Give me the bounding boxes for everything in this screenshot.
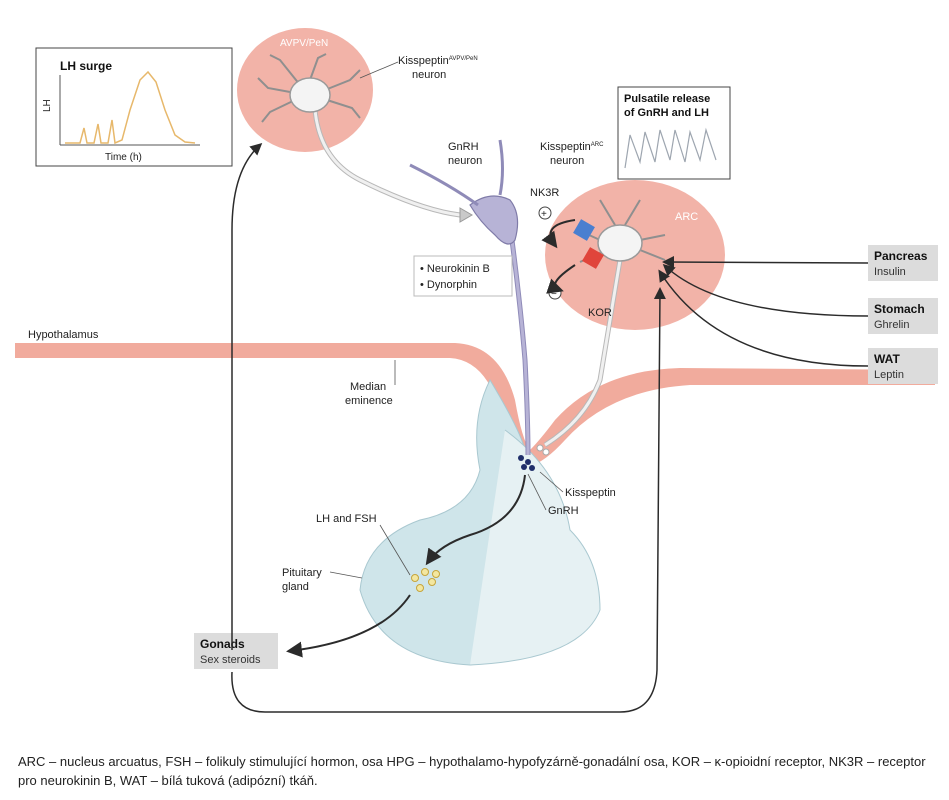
figure-caption: ARC – nucleus arcuatus, FSH – folikuly s… <box>18 754 926 788</box>
lh-surge-curve <box>65 70 196 145</box>
pituitary-label-2: gland <box>282 581 309 593</box>
arc-label: ARC <box>675 211 698 223</box>
arrow-pituitary-to-gonads <box>286 594 411 658</box>
pulsatile-curve <box>624 127 717 169</box>
plus-sign <box>538 206 552 220</box>
median-eminence-label-2: eminence <box>345 395 393 407</box>
gnrh-neuron <box>409 139 531 456</box>
kiss-avpv-label-2: neuron <box>412 69 446 81</box>
kiss-arc-label-2: neuron <box>550 155 584 167</box>
pulsatile-box: Pulsatile release of GnRH and LH <box>617 86 731 180</box>
nk3r-label: NK3R <box>530 187 559 199</box>
ghrelin-label: Ghrelin <box>874 319 909 331</box>
pituitary-gland <box>359 378 601 666</box>
median-eminence-terminals <box>518 444 550 471</box>
hpg-axis-diagram: AVPV/PeN ARC LH surge LH Time (h) Kisspe… <box>15 28 938 713</box>
arrow-gnrh-to-pituitary <box>425 474 526 566</box>
nkb-label: • Neurokinin B <box>420 263 490 275</box>
avpv-label: AVPV/PeN <box>280 38 328 49</box>
svg-text:−: − <box>551 289 557 300</box>
lh-surge-box: LH surge LH Time (h) <box>35 47 233 167</box>
kor-label: KOR <box>588 307 612 319</box>
stomach-box: Stomach Ghrelin <box>868 298 938 334</box>
gonads-box: Gonads Sex steroids <box>194 633 278 669</box>
kiss-avpv-label-1: KisspeptinAVPV/PeN <box>398 55 478 67</box>
kisspeptin-arc-neuron <box>543 199 666 448</box>
lh-axis-y-label: LH <box>42 99 53 112</box>
arrow-feedback-avpv <box>231 143 263 650</box>
pulsatile-title-1: Pulsatile release <box>624 93 710 105</box>
stomach-label: Stomach <box>874 302 925 316</box>
arrow-leptin <box>658 269 869 367</box>
pituitary-label-1: Pituitary <box>282 567 322 579</box>
svg-text:+: + <box>541 209 547 220</box>
hypothalamus-band <box>15 343 935 466</box>
gnrh-neuron-label-1: GnRH <box>448 141 479 153</box>
kiss-arc-label-1: KisspeptinARC <box>540 141 604 153</box>
arrow-ghrelin <box>662 263 869 317</box>
wat-label: WAT <box>874 352 900 366</box>
pancreas-label: Pancreas <box>874 249 928 263</box>
sex-steroids-label: Sex steroids <box>200 654 261 666</box>
nk3r-receptor <box>573 219 595 241</box>
arrow-feedback-loop <box>231 287 666 713</box>
wat-box: WAT Leptin <box>868 348 938 384</box>
pancreas-box: Pancreas Insulin <box>868 245 938 281</box>
gnrh-neuron-label-2: neuron <box>448 155 482 167</box>
arrow-insulin <box>662 256 869 269</box>
kor-receptor <box>582 247 604 269</box>
gonads-label: Gonads <box>200 637 245 651</box>
dyn-label: • Dynorphin <box>420 279 477 291</box>
leptin-label: Leptin <box>874 369 904 381</box>
lh-surge-title: LH surge <box>60 59 112 73</box>
hypothalamus-label: Hypothalamus <box>28 329 99 341</box>
pulsatile-title-2: of GnRH and LH <box>624 107 709 119</box>
insulin-label: Insulin <box>874 266 906 278</box>
lh-fsh-granules <box>411 568 440 592</box>
lh-fsh-label: LH and FSH <box>316 513 377 525</box>
nkb-dyn-box: • Neurokinin B • Dynorphin <box>413 255 513 297</box>
kisspeptin-label: Kisspeptin <box>565 487 616 499</box>
kisspeptin-avpv-neuron <box>257 53 473 223</box>
median-eminence-label-1: Median <box>350 381 386 393</box>
gnrh-label: GnRH <box>548 505 579 517</box>
lh-axis-x-label: Time (h) <box>105 152 142 163</box>
